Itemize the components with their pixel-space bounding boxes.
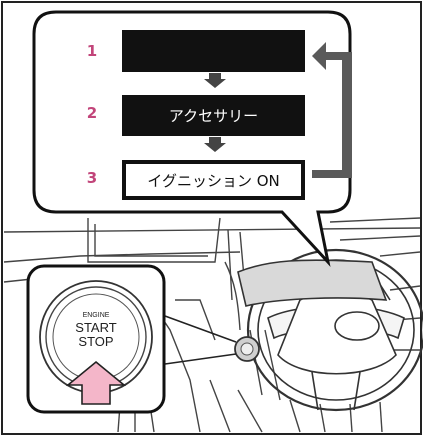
press-arrow [65,360,127,405]
cycle-arrow [312,42,352,178]
mode-ignition-on-box: イグニッション ON [122,160,305,200]
engine-start-button [39,280,153,394]
step-number-3: 3 [86,169,98,187]
button-label-start: START [75,320,117,335]
down-arrows [204,73,226,152]
inset-pointer [164,315,237,365]
mode-accessory-box: アクセサリー [122,95,305,136]
dashboard-knob [234,336,260,362]
step-number-2: 2 [86,104,98,122]
mode-off-box [122,30,305,72]
button-label-engine: ENGINE [82,312,110,319]
instrument-cluster [237,259,388,307]
step-number-1: 1 [86,42,98,60]
button-label-stop: STOP [78,334,114,349]
